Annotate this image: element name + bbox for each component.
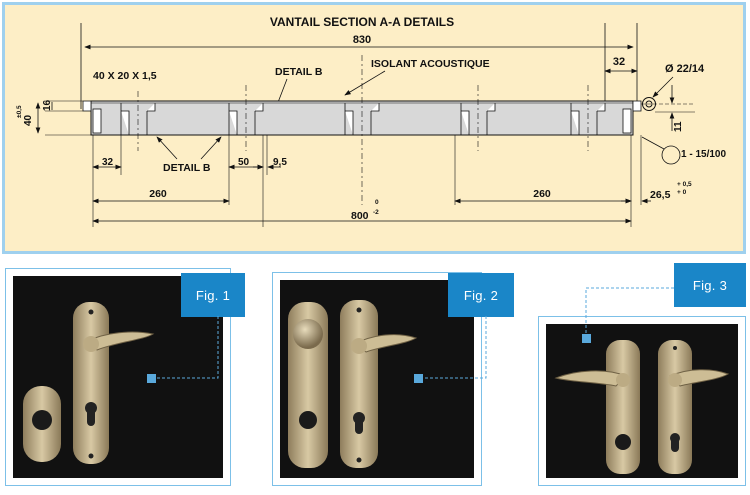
dim-32-bottom-label: 32 [102, 157, 114, 168]
dim-40-tol: ±0,5 [16, 105, 23, 118]
screw-hole-bottom [88, 453, 94, 459]
screw-hole-2-bottom [356, 457, 362, 463]
fig-3-leader [585, 287, 674, 336]
fig-3-tab: Fig. 3 [674, 263, 746, 307]
fig-3-frame [538, 316, 746, 486]
keyhole-round [85, 402, 97, 414]
detail-b-bottom-leader-left [156, 136, 178, 160]
lever-handle-2 [353, 334, 418, 353]
dim-slope-label: 1 - 15/100 [681, 149, 726, 160]
fig-2-photo [280, 280, 474, 478]
detail-b-top-label: DETAIL B [275, 66, 323, 78]
left-backplate [606, 340, 640, 474]
left-edge-lip [82, 100, 92, 112]
dim-50-label: 50 [238, 157, 250, 168]
right-lever-rose [668, 373, 682, 387]
lever-rose-2 [351, 338, 367, 354]
dim-26-5-label: 26,5 [650, 189, 671, 201]
dim-800-tol-up: 0 [375, 199, 379, 206]
fig-3-photo [546, 324, 738, 478]
dim-800-tol-low: -2 [373, 209, 379, 216]
lever-handle [84, 331, 155, 351]
section-drawing-svg: VANTAIL SECTION A-A DETAILS 830 32 Ø 22/… [16, 15, 726, 227]
fig-1-leader [154, 316, 219, 379]
left-lever-rose [616, 373, 630, 387]
dim-800-label: 800 [351, 210, 369, 222]
reinforcement-channels [120, 103, 606, 135]
fig-2-marker [414, 374, 423, 383]
dim-260-right-label: 260 [533, 188, 551, 200]
fig-3-hardware-svg [554, 340, 730, 474]
keyhole-round-2 [353, 412, 365, 424]
slope-callout-circle [661, 145, 681, 165]
insulation-leader [344, 70, 386, 96]
dim-32-top-label: 32 [613, 56, 625, 68]
detail-b-bottom-leader-right [200, 136, 222, 160]
dim-9-5-label: 9,5 [273, 157, 287, 168]
profile-label: 40 X 20 X 1,5 [93, 70, 157, 82]
dim-830-label: 830 [353, 34, 371, 46]
fig-1-tab: Fig. 1 [181, 273, 245, 317]
keyhole-round-3 [670, 433, 680, 443]
lever-backplate-2 [340, 300, 378, 468]
right-edge-lip [632, 100, 642, 112]
left-lever-handle [554, 370, 627, 387]
door-knob [293, 319, 323, 349]
fig-3-marker [582, 334, 591, 343]
left-plate-hole [615, 434, 631, 450]
dim-26-5-tol-low: + 0 [677, 189, 687, 196]
pivot-hole-inner [645, 100, 653, 108]
dim-26-5-tol-up: + 0,5 [677, 181, 692, 188]
detail-b-bottom-label: DETAIL B [163, 162, 211, 174]
dim-hole-label: Ø 22/14 [665, 63, 705, 75]
dim-40-label: 40 [23, 114, 34, 126]
escutcheon-hole [32, 410, 52, 430]
screw-hole-3 [673, 346, 677, 350]
knob-plate-hole [299, 411, 317, 429]
fig-2-leader [422, 316, 487, 379]
dim-11-label: 11 [673, 121, 684, 132]
fig-2-tab: Fig. 2 [448, 273, 514, 317]
screw-hole-2-top [356, 307, 362, 313]
right-backplate [658, 340, 692, 474]
lever-rose [83, 336, 99, 352]
left-profile-tube [92, 108, 102, 134]
right-lever-handle [669, 369, 730, 387]
screw-hole-top [88, 309, 94, 315]
right-profile-tube [622, 108, 632, 134]
insulation-label: ISOLANT ACOUSTIQUE [371, 58, 490, 70]
slope-leader [641, 136, 665, 150]
dim-260-left-label: 260 [149, 188, 167, 200]
dim-16-label: 16 [42, 99, 53, 111]
technical-drawing: VANTAIL SECTION A-A DETAILS 830 32 Ø 22/… [2, 2, 746, 254]
fig-2-frame [272, 272, 482, 486]
channel-centerlines [137, 55, 589, 205]
fig-2-hardware-svg [288, 300, 418, 468]
drawing-title: VANTAIL SECTION A-A DETAILS [270, 15, 454, 29]
lever-backplate [73, 302, 109, 464]
fig-1-marker [147, 374, 156, 383]
fig-1-hardware-svg [23, 302, 155, 464]
hole-leader [652, 76, 674, 98]
